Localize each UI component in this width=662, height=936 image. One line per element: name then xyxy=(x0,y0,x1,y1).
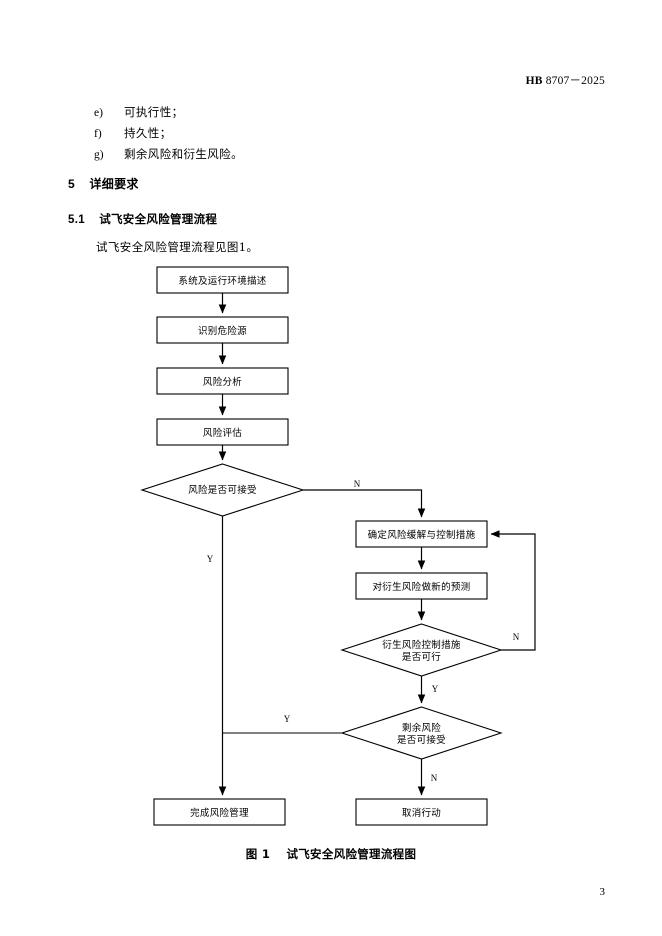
list-item: f) 持久性； xyxy=(94,125,554,146)
section-title-5: 详细要求 xyxy=(89,177,139,191)
list-item-label: 剩余风险和衍生风险。 xyxy=(124,147,243,161)
flow-decision-residual-risk-acceptable-line1: 剩余风险 xyxy=(402,722,441,734)
flow-branch-label-d1-yes: Y xyxy=(207,554,214,564)
list-item-label: 持久性； xyxy=(124,126,172,140)
flow-edge-d1-no-to-mitigation xyxy=(303,489,426,518)
flow-node-risk-analysis-label: 风险分析 xyxy=(203,376,242,388)
flow-decision-risk-acceptable-label: 风险是否可接受 xyxy=(188,484,257,496)
flow-node-risk-analysis xyxy=(156,367,289,395)
flow-node-mitigation-controls-label: 确定风险缓解与控制措施 xyxy=(368,529,476,541)
standard-number: 8707－2025 xyxy=(545,75,605,87)
flow-branch-label-d3-no: N xyxy=(431,773,438,783)
list-item: e) 可执行性； xyxy=(94,104,554,125)
section-heading-5-1: 5.1 试飞安全风险管理流程 xyxy=(68,211,217,227)
flow-node-new-derived-risk-prediction-label: 对衍生风险做新的预测 xyxy=(372,581,470,593)
flow-branch-label-d1-no: N xyxy=(354,479,361,489)
list-item-marker: e) xyxy=(94,107,103,119)
flow-node-system-description-label: 系统及运行环境描述 xyxy=(178,275,266,287)
figure-caption-title: 试飞安全风险管理流程图 xyxy=(286,847,417,861)
page-header: HB 8707－2025 xyxy=(526,72,605,88)
flow-branch-label-d3-yes: Y xyxy=(284,714,291,724)
section-number-5-1: 5.1 xyxy=(68,214,85,226)
clause-list: e) 可执行性； f) 持久性； g) 剩余风险和衍生风险。 xyxy=(94,104,554,167)
flow-edge-d2-no-feedback xyxy=(490,530,536,651)
section-title-5-1: 试飞安全风险管理流程 xyxy=(99,212,218,226)
flow-branch-label-d2-no: N xyxy=(513,632,520,642)
flow-node-system-description xyxy=(156,266,289,294)
page-number: 3 xyxy=(599,886,606,898)
flow-decision-residual-risk-acceptable-line2: 是否可接受 xyxy=(397,734,446,746)
flow-decision-derived-controls-feasible-line2: 是否可行 xyxy=(402,651,441,663)
list-item-marker: g) xyxy=(94,149,104,161)
section-heading-5: 5 详细要求 xyxy=(68,175,139,192)
list-item: g) 剩余风险和衍生风险。 xyxy=(94,146,554,167)
flow-decision-derived-controls-feasible-line1: 衍生风险控制措施 xyxy=(382,639,461,651)
flow-node-cancel-action xyxy=(355,798,488,826)
flow-node-identify-hazards-label: 识别危险源 xyxy=(198,325,247,337)
flow-node-cancel-action-label: 取消行动 xyxy=(402,807,441,819)
list-item-label: 可执行性； xyxy=(124,105,184,119)
standard-code: HB xyxy=(525,75,543,87)
figure-caption: 图 1 试飞安全风险管理流程图 xyxy=(0,846,662,862)
flow-node-new-derived-risk-prediction xyxy=(355,572,488,600)
flow-branch-label-d2-yes: Y xyxy=(432,684,439,694)
section-number-5: 5 xyxy=(68,177,75,191)
list-item-marker: f) xyxy=(94,128,102,140)
flow-node-complete-risk-management xyxy=(153,798,286,826)
body-paragraph: 试飞安全风险管理流程见图1。 xyxy=(96,240,259,254)
figure-caption-number: 图 1 xyxy=(245,847,271,861)
flow-node-risk-assessment-label: 风险评估 xyxy=(203,427,242,439)
flow-node-complete-risk-management-label: 完成风险管理 xyxy=(190,807,249,819)
